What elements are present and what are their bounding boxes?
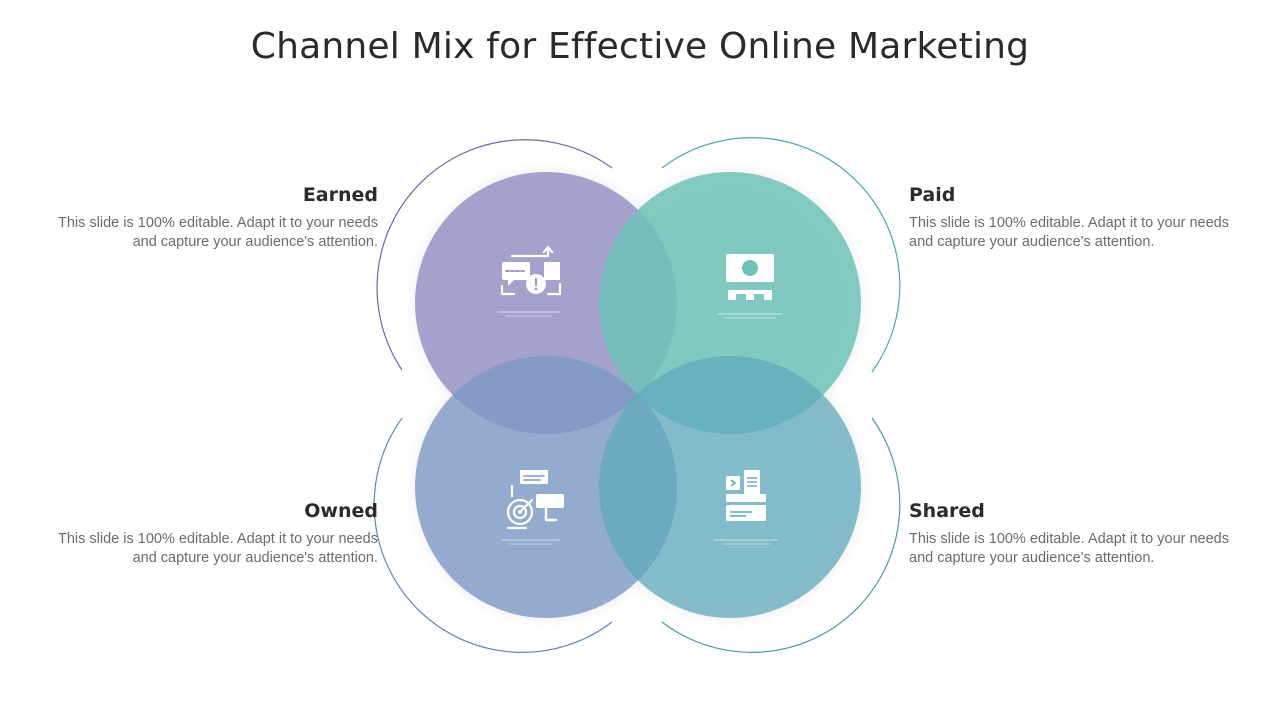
- quadrant-earned-label: Earned: [302, 184, 378, 206]
- devices-share-icon: [714, 470, 778, 545]
- circle-paid: [599, 172, 861, 434]
- ring-earned: [376, 139, 613, 371]
- quadrant-owned-description: This slide is 100% editable. Adapt it to…: [58, 531, 378, 566]
- quadrant-shared-description: This slide is 100% editable. Adapt it to…: [909, 531, 1229, 566]
- venn-circles: [415, 172, 861, 618]
- slide-title: Channel Mix for Effective Online Marketi…: [250, 26, 1030, 67]
- monitor-dollar-icon: [718, 254, 782, 319]
- quadrant-shared: Shared This slide is 100% editable. Adap…: [909, 500, 1239, 568]
- quadrant-paid-description: This slide is 100% editable. Adapt it to…: [909, 215, 1229, 250]
- circle-owned: [415, 356, 677, 618]
- ring-owned: [373, 417, 613, 653]
- messaging-analytics-icon: [497, 245, 562, 317]
- quadrant-paid: Paid This slide is 100% editable. Adapt …: [909, 184, 1239, 252]
- quadrant-earned-description: This slide is 100% editable. Adapt it to…: [58, 215, 378, 250]
- circle-earned: [415, 172, 677, 434]
- ring-shared: [661, 417, 901, 653]
- ring-paid: [661, 137, 901, 373]
- quadrant-earned: Earned This slide is 100% editable. Adap…: [48, 184, 378, 252]
- target-browser-icon: [501, 470, 564, 545]
- quadrant-owned: Owned This slide is 100% editable. Adapt…: [48, 500, 378, 568]
- quadrant-shared-label: Shared: [909, 500, 985, 522]
- quadrant-paid-label: Paid: [909, 184, 956, 206]
- outer-rings: [373, 137, 901, 653]
- quadrant-owned-label: Owned: [304, 500, 378, 522]
